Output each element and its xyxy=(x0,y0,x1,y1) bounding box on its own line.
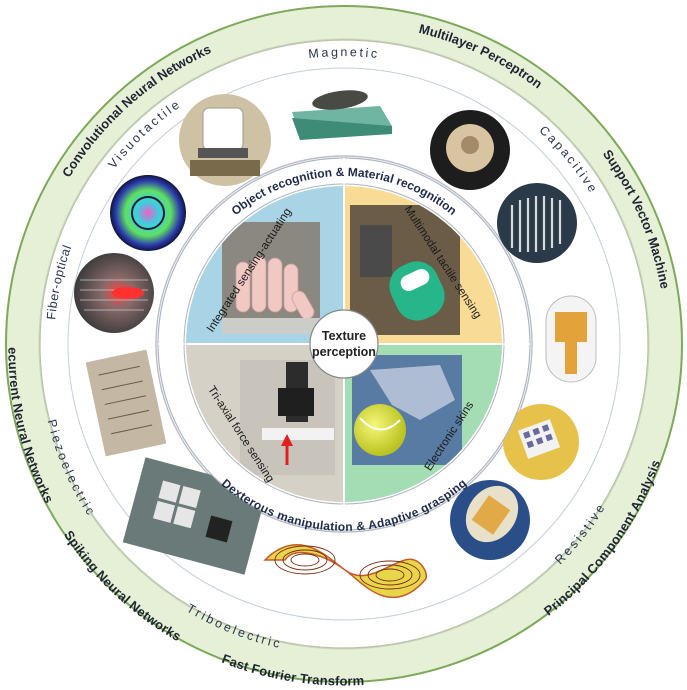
capacitive-image-2 xyxy=(497,183,577,263)
soft-hand-image xyxy=(222,222,320,334)
svg-text:Magnetic: Magnetic xyxy=(308,45,381,61)
visuotactile-rainbow-image xyxy=(110,175,186,251)
capacitive-image-1 xyxy=(430,110,510,190)
resistive-image-1 xyxy=(545,295,597,383)
center-label-line2: perception xyxy=(312,345,376,359)
fiber-optical-image xyxy=(74,253,154,333)
magnetic-image xyxy=(292,90,392,140)
visuotactile-image xyxy=(179,94,271,186)
label-magnetic: Magnetic xyxy=(308,45,378,61)
inner-circle xyxy=(157,157,531,531)
resistive-image-3 xyxy=(450,480,530,560)
gripper-image xyxy=(350,205,460,335)
resistive-image-2 xyxy=(503,404,579,480)
center-circle xyxy=(309,309,379,379)
triaxial-sensor-image xyxy=(240,360,335,475)
triboelectric-image xyxy=(263,544,427,599)
electronic-skin-image xyxy=(352,355,462,465)
piezoelectric-image-2 xyxy=(85,349,167,457)
center-label-line1: Texture xyxy=(322,329,366,343)
sensor-images xyxy=(74,90,597,599)
